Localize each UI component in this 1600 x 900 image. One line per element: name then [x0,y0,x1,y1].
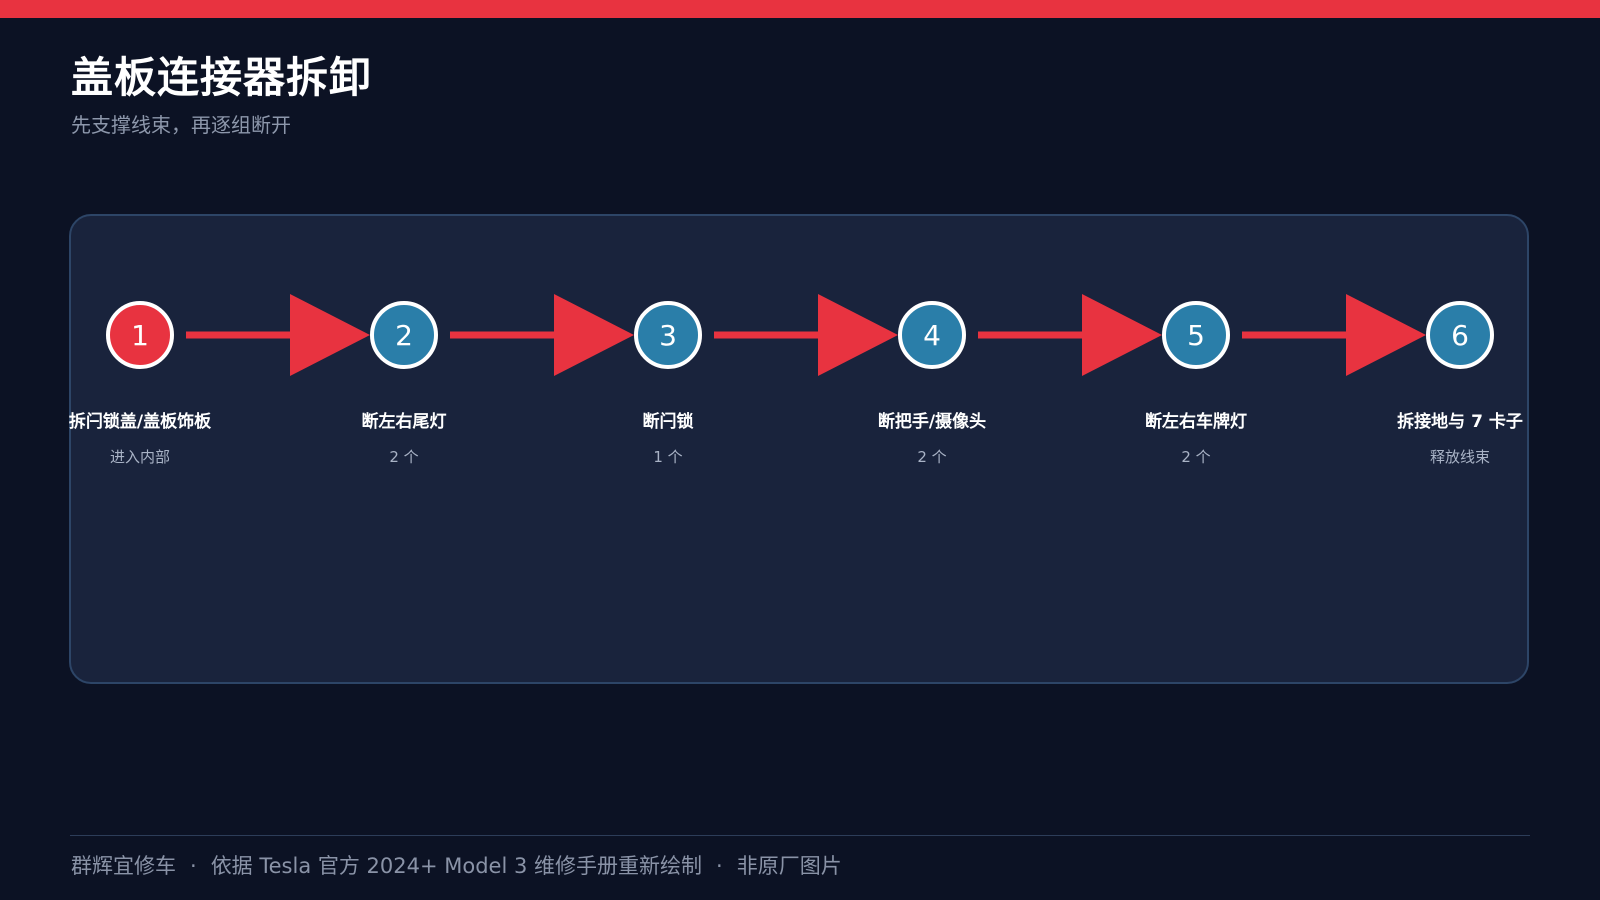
step-detail-1: 进入内部 [109,448,170,466]
footer: 群辉宜修车 · 依据 Tesla 官方 2024+ Model 3 维修手册重新绘制… [71,850,842,880]
step-label-3: 断闩锁 [642,412,694,432]
step-label-1: 拆闩锁盖/盖板饰板 [68,412,212,432]
step-label-5: 断左右车牌灯 [1145,412,1247,432]
step-detail-6: 释放线束 [1429,448,1490,466]
step-number-4: 4 [923,319,941,352]
step-circle-6 [1426,301,1494,369]
step-number-3: 3 [659,319,677,352]
step-circle-5 [1162,301,1230,369]
step-circle-3 [634,301,702,369]
step-detail-4: 2 个 [917,448,947,466]
step-label-2: 断左右尾灯 [361,412,447,432]
footer-brand: 群辉宜修车 [71,854,176,878]
step-number-2: 2 [395,319,413,352]
page-title: 盖板连接器拆卸 [71,53,373,102]
step-circle-4 [898,301,966,369]
footer-divider [70,835,1530,836]
arrow-head-5 [1346,294,1426,376]
arrow-head-1 [290,294,370,376]
arrow-head-2 [554,294,634,376]
process-panel [69,214,1529,684]
top-accent-bar [0,0,1600,18]
step-circle-2 [370,301,438,369]
step-detail-3: 1 个 [653,448,683,466]
page-subtitle: 先支撑线束，再逐组断开 [71,113,291,137]
step-circle-1 [106,301,174,369]
footer-separator-2: · [716,854,723,878]
footer-note: 非原厂图片 [736,854,842,878]
step-detail-5: 2 个 [1181,448,1211,466]
step-number-5: 5 [1187,319,1205,352]
footer-source: 依据 Tesla 官方 2024+ Model 3 维修手册重新绘制 [210,854,703,878]
step-label-4: 断把手/摄像头 [877,412,987,432]
arrow-head-4 [1082,294,1162,376]
step-number-1: 1 [131,319,149,352]
step-detail-2: 2 个 [389,448,419,466]
footer-separator-1: · [190,854,197,878]
step-number-6: 6 [1451,319,1469,352]
arrow-head-3 [818,294,898,376]
step-label-6: 拆接地与 7 卡子 [1397,412,1523,432]
